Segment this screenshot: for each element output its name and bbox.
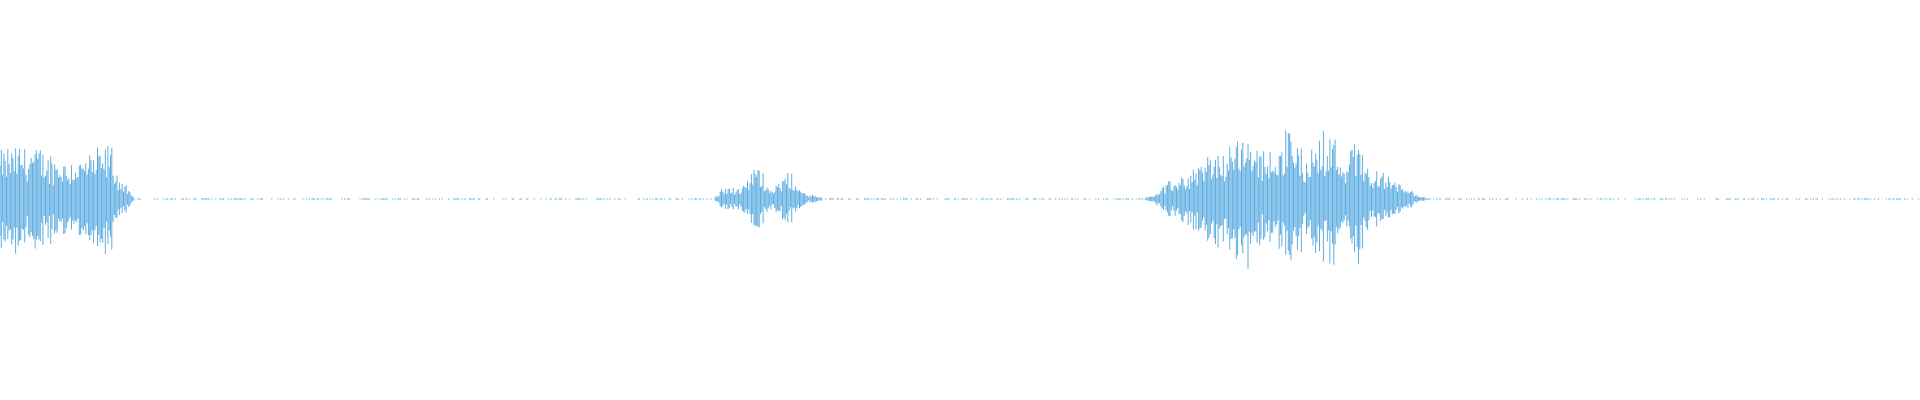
waveform-bars — [0, 130, 1920, 269]
